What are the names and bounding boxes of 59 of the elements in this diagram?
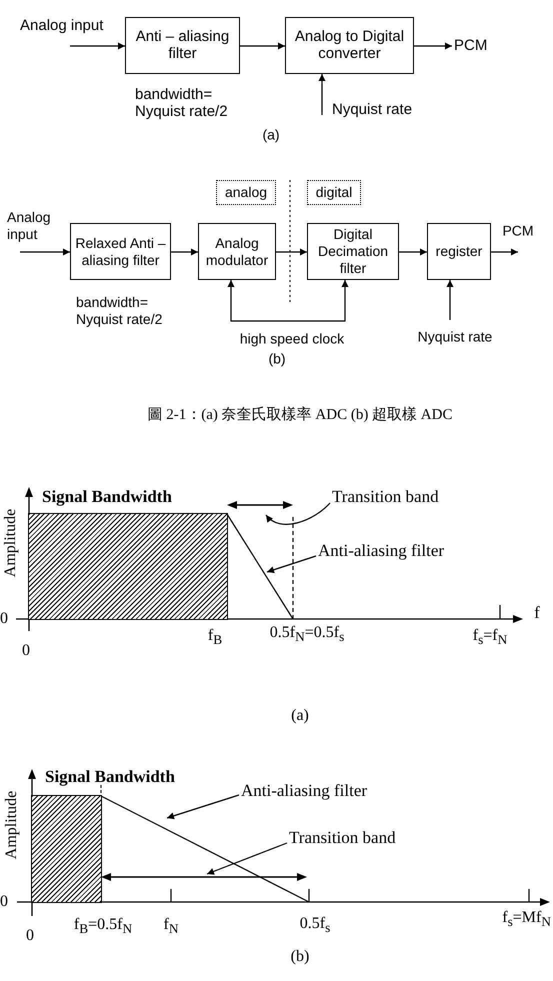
subfigure-label: (b) [268, 350, 286, 368]
subfigure-label: (a) [262, 126, 280, 144]
axis-tick-label: 0.5f$_{s}$ [300, 914, 330, 936]
output-text: PCM [452, 38, 490, 54]
edge-label: PCM [502, 222, 534, 240]
subfigure-label: (a) [291, 706, 309, 726]
axis-tick-label: f$_{B}$=0.5f$_{N}$ [74, 916, 132, 936]
axis-title: Amplitude [2, 508, 20, 578]
process-box: Analog modulator [198, 223, 276, 280]
axis-tick-label: 0 [26, 926, 34, 946]
side-note: bandwidth= Nyquist rate/2 [76, 294, 164, 328]
band-title: Signal Bandwidth [42, 487, 172, 507]
axis-tick-label: f$_{s}$=Mf$_{N}$ [502, 908, 551, 930]
leader-arrow [266, 555, 316, 574]
dotted-label-box: analog [216, 180, 276, 205]
arrow [446, 280, 454, 320]
axis-tick-label: f$_{N}$ [164, 916, 178, 936]
edge-label: Nyquist rate [418, 328, 492, 346]
edge-label: high speed clock [240, 330, 344, 348]
arrow [70, 42, 125, 50]
leader-arrow [166, 794, 240, 820]
hatched-signal-band [31, 795, 102, 903]
callout-text: Transition band [287, 828, 398, 848]
arrow [240, 42, 285, 50]
dotted-label-box: digital [307, 180, 361, 205]
axis-tick-label: f$_{B}$ [208, 626, 222, 648]
process-box: Anti – aliasing filter [125, 17, 240, 74]
axis-tick-label: f$_{s}$=f$_{N}$ [472, 626, 508, 648]
subfigure-label: (b) [290, 948, 310, 966]
process-box: Relaxed Anti – aliasing filter [70, 223, 171, 280]
band-title: Signal Bandwidth [45, 767, 175, 787]
axis-tick-label: 0.5f$_{N}$=0.5f$_{s}$ [270, 624, 344, 644]
axis-tick-label: 0 [0, 892, 8, 912]
axis-tick-label: 0 [0, 610, 8, 628]
axis-title: f [534, 603, 540, 623]
arrow [491, 248, 518, 256]
process-box: Digital Decimation filter [307, 223, 399, 280]
edge-label: Analog input [7, 209, 52, 243]
arrow [399, 248, 427, 256]
arrow [171, 248, 198, 256]
leader-arrow [266, 502, 330, 525]
side-note: bandwidth= Nyquist rate/2 [135, 87, 229, 120]
hatched-signal-band [28, 513, 228, 620]
double-arrow [228, 280, 348, 322]
arrow [276, 248, 307, 256]
callout-text: Transition band [330, 487, 441, 507]
leader-arrow [206, 842, 288, 875]
process-box: register [427, 223, 491, 280]
arrow [318, 74, 326, 115]
arrow [414, 42, 452, 50]
callout-text: Anti-aliasing filter [316, 541, 446, 561]
edge-label: Analog input [20, 18, 104, 34]
process-box: Analog to Digital converter [285, 17, 414, 74]
edge-label: Nyquist rate [332, 102, 412, 118]
figure-caption: 圖 2-1：(a) 奈奎氏取樣率 ADC (b) 超取樣 ADC [148, 406, 452, 424]
axis-tick-label: 0 [22, 642, 30, 660]
callout-text: Anti-aliasing filter [239, 781, 370, 801]
axis-title: Amplitude [2, 790, 21, 860]
arrow [20, 248, 70, 256]
